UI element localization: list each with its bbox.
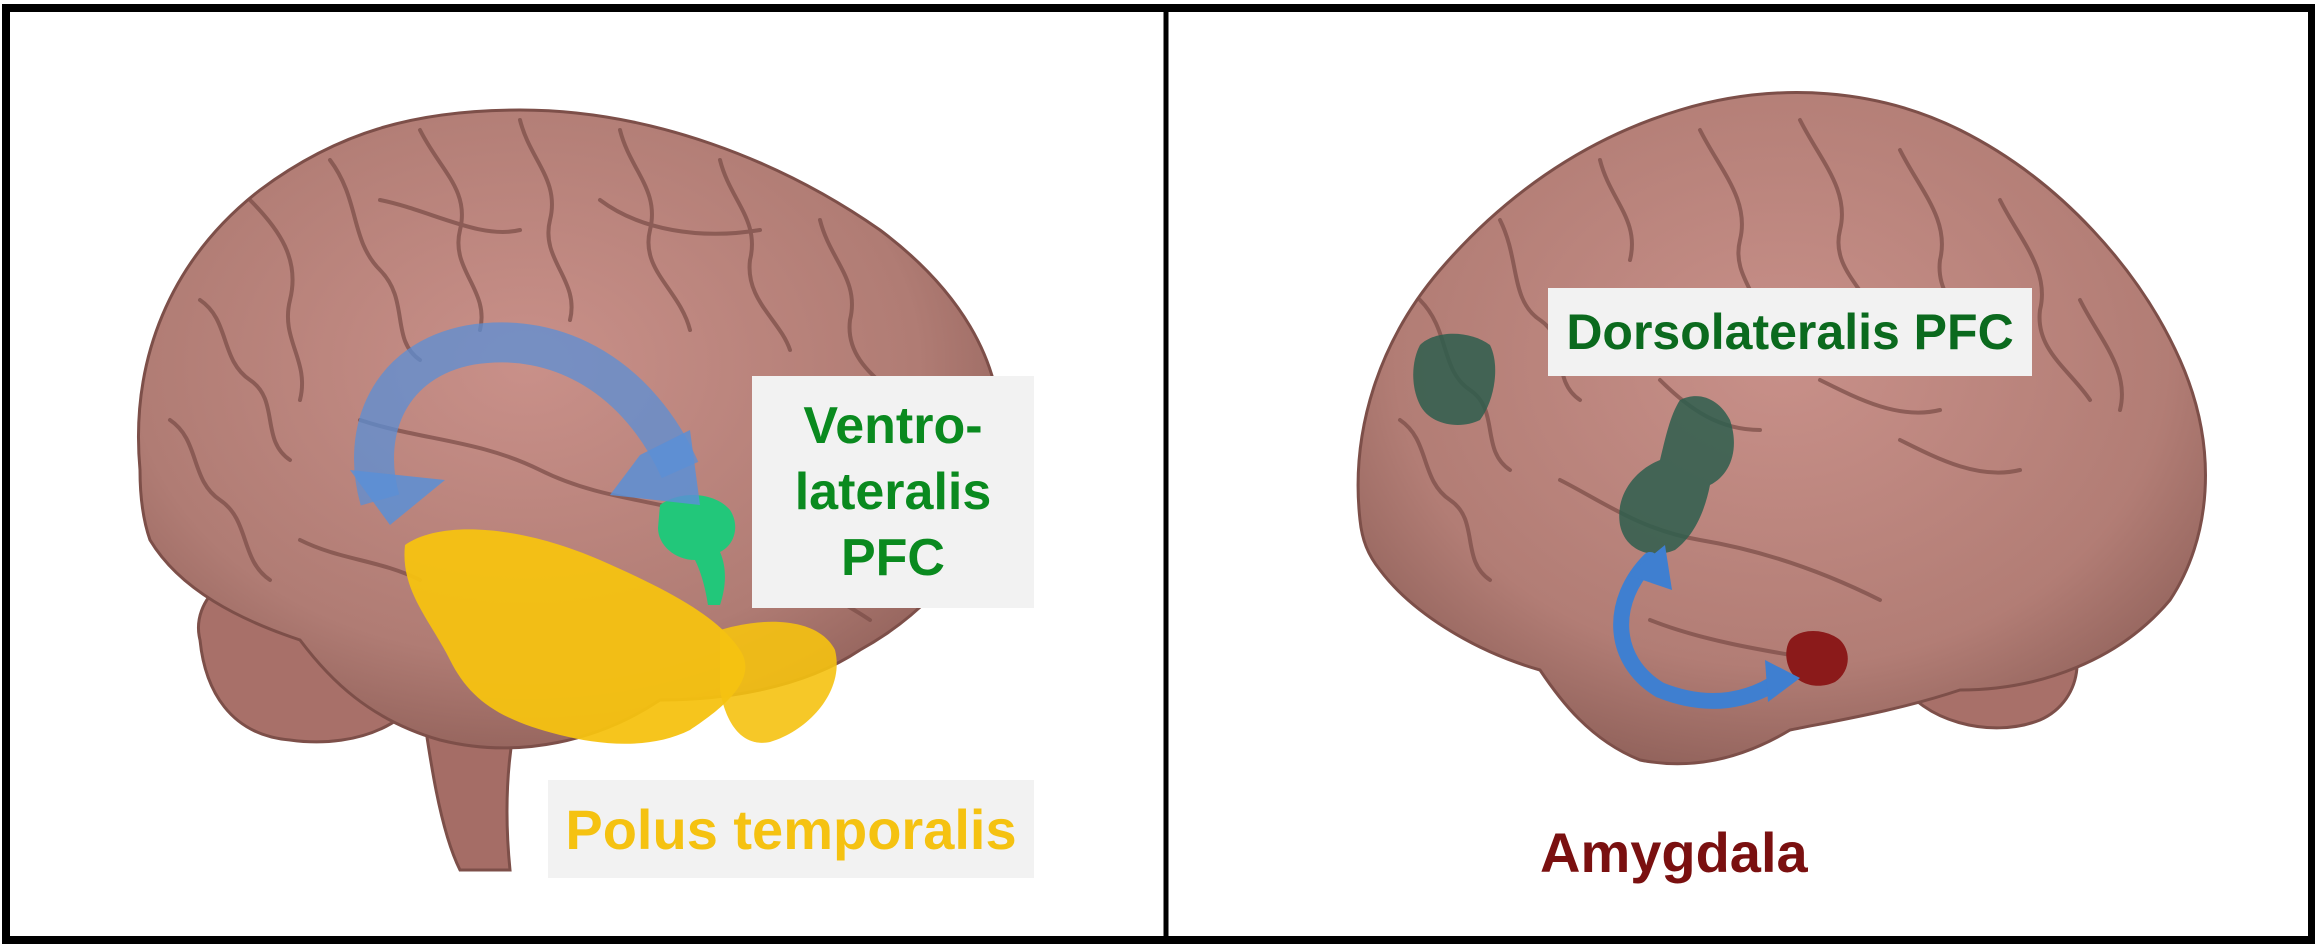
ventrolateral-label-line3: PFC <box>795 525 992 591</box>
right-brain <box>1358 93 2205 764</box>
ventrolateral-pfc-label: Ventro- lateralis PFC <box>752 376 1034 608</box>
ventrolateral-label-line2: lateralis <box>795 459 992 525</box>
amygdala-label: Amygdala <box>1540 820 1808 885</box>
polus-temporalis-label: Polus temporalis <box>548 780 1034 878</box>
dorsolateral-pfc-label: Dorsolateralis PFC <box>1548 288 2032 376</box>
ventrolateral-label-line1: Ventro- <box>795 393 992 459</box>
dorsolateral-pfc-region-1 <box>1413 334 1495 425</box>
